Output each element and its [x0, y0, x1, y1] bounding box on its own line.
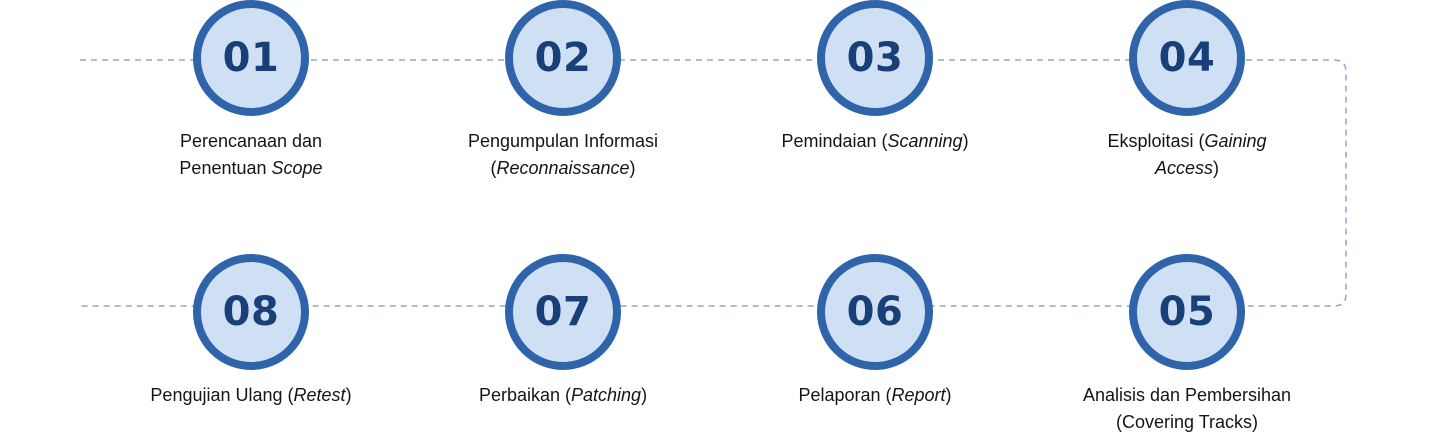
step-number: 02 — [534, 35, 592, 81]
step-number: 03 — [846, 35, 904, 81]
step-03: 03 Pemindaian (Scanning) — [745, 0, 1005, 155]
step-07: 07 Perbaikan (Patching) — [433, 254, 693, 409]
step-label-line1: Eksploitasi ( — [1107, 131, 1205, 151]
step-label: Pelaporan (Report) — [798, 385, 952, 405]
step-label: Eksploitasi (Gaining Access) — [1057, 128, 1317, 182]
step-number: 01 — [222, 35, 280, 81]
step-number-circle: 03 — [817, 0, 933, 116]
step-label-line2: (Covering Tracks) — [1115, 412, 1259, 432]
step-number-circle: 08 — [193, 254, 309, 370]
step-label-italic: Reconnaissance — [496, 158, 630, 178]
step-08: 08 Pengujian Ulang (Retest) — [121, 254, 381, 409]
step-06: 06 Pelaporan (Report) — [745, 254, 1005, 409]
step-number-circle: 06 — [817, 254, 933, 370]
step-number: 07 — [534, 289, 592, 335]
step-label-line1: Pemindaian ( — [781, 131, 888, 151]
step-label-italic: Patching — [571, 385, 642, 405]
connector-top-row — [80, 59, 1347, 307]
step-number-circle: 07 — [505, 254, 621, 370]
step-label-line2: ) — [1213, 158, 1220, 178]
step-label-line1: Perencanaan dan — [179, 131, 323, 151]
step-number-circle: 05 — [1129, 254, 1245, 370]
step-number-circle: 01 — [193, 0, 309, 116]
step-label-line2: ( — [490, 158, 497, 178]
step-label-line1: Pengujian Ulang ( — [150, 385, 294, 405]
step-01: 01 Perencanaan dan Penentuan Scope — [121, 0, 381, 182]
step-label-italic: Scope — [271, 158, 323, 178]
step-number: 04 — [1158, 35, 1216, 81]
step-label-line1: Pelaporan ( — [798, 385, 892, 405]
step-label: Perencanaan dan Penentuan Scope — [121, 128, 381, 182]
step-number: 05 — [1158, 289, 1216, 335]
step-label-italic: Gaining — [1204, 131, 1267, 151]
step-number: 08 — [222, 289, 280, 335]
step-label: Analisis dan Pembersihan (Covering Track… — [1057, 382, 1317, 436]
step-label: Pengumpulan Informasi (Reconnaissance) — [467, 131, 659, 178]
step-number-circle: 04 — [1129, 0, 1245, 116]
step-label-line1: Analisis dan Pembersihan — [1082, 385, 1292, 405]
step-04: 04 Eksploitasi (Gaining Access) — [1057, 0, 1317, 182]
step-label-italic: Retest — [293, 385, 346, 405]
step-label-italic: Scanning — [887, 131, 963, 151]
step-label-line2: Penentuan — [179, 158, 272, 178]
step-number-circle: 02 — [505, 0, 621, 116]
step-label: Perbaikan (Patching) — [478, 385, 648, 405]
step-label-italic: Report — [891, 385, 946, 405]
step-label-line1: Perbaikan ( — [478, 385, 571, 405]
step-label-line1: Pengumpulan Informasi — [467, 131, 659, 151]
step-number: 06 — [846, 289, 904, 335]
step-label-italic: Access — [1154, 158, 1214, 178]
step-label: Pengujian Ulang (Retest) — [150, 385, 352, 405]
step-05: 05 Analisis dan Pembersihan (Covering Tr… — [1057, 254, 1317, 436]
step-label: Pemindaian (Scanning) — [781, 131, 969, 151]
step-02: 02 Pengumpulan Informasi (Reconnaissance… — [433, 0, 693, 182]
